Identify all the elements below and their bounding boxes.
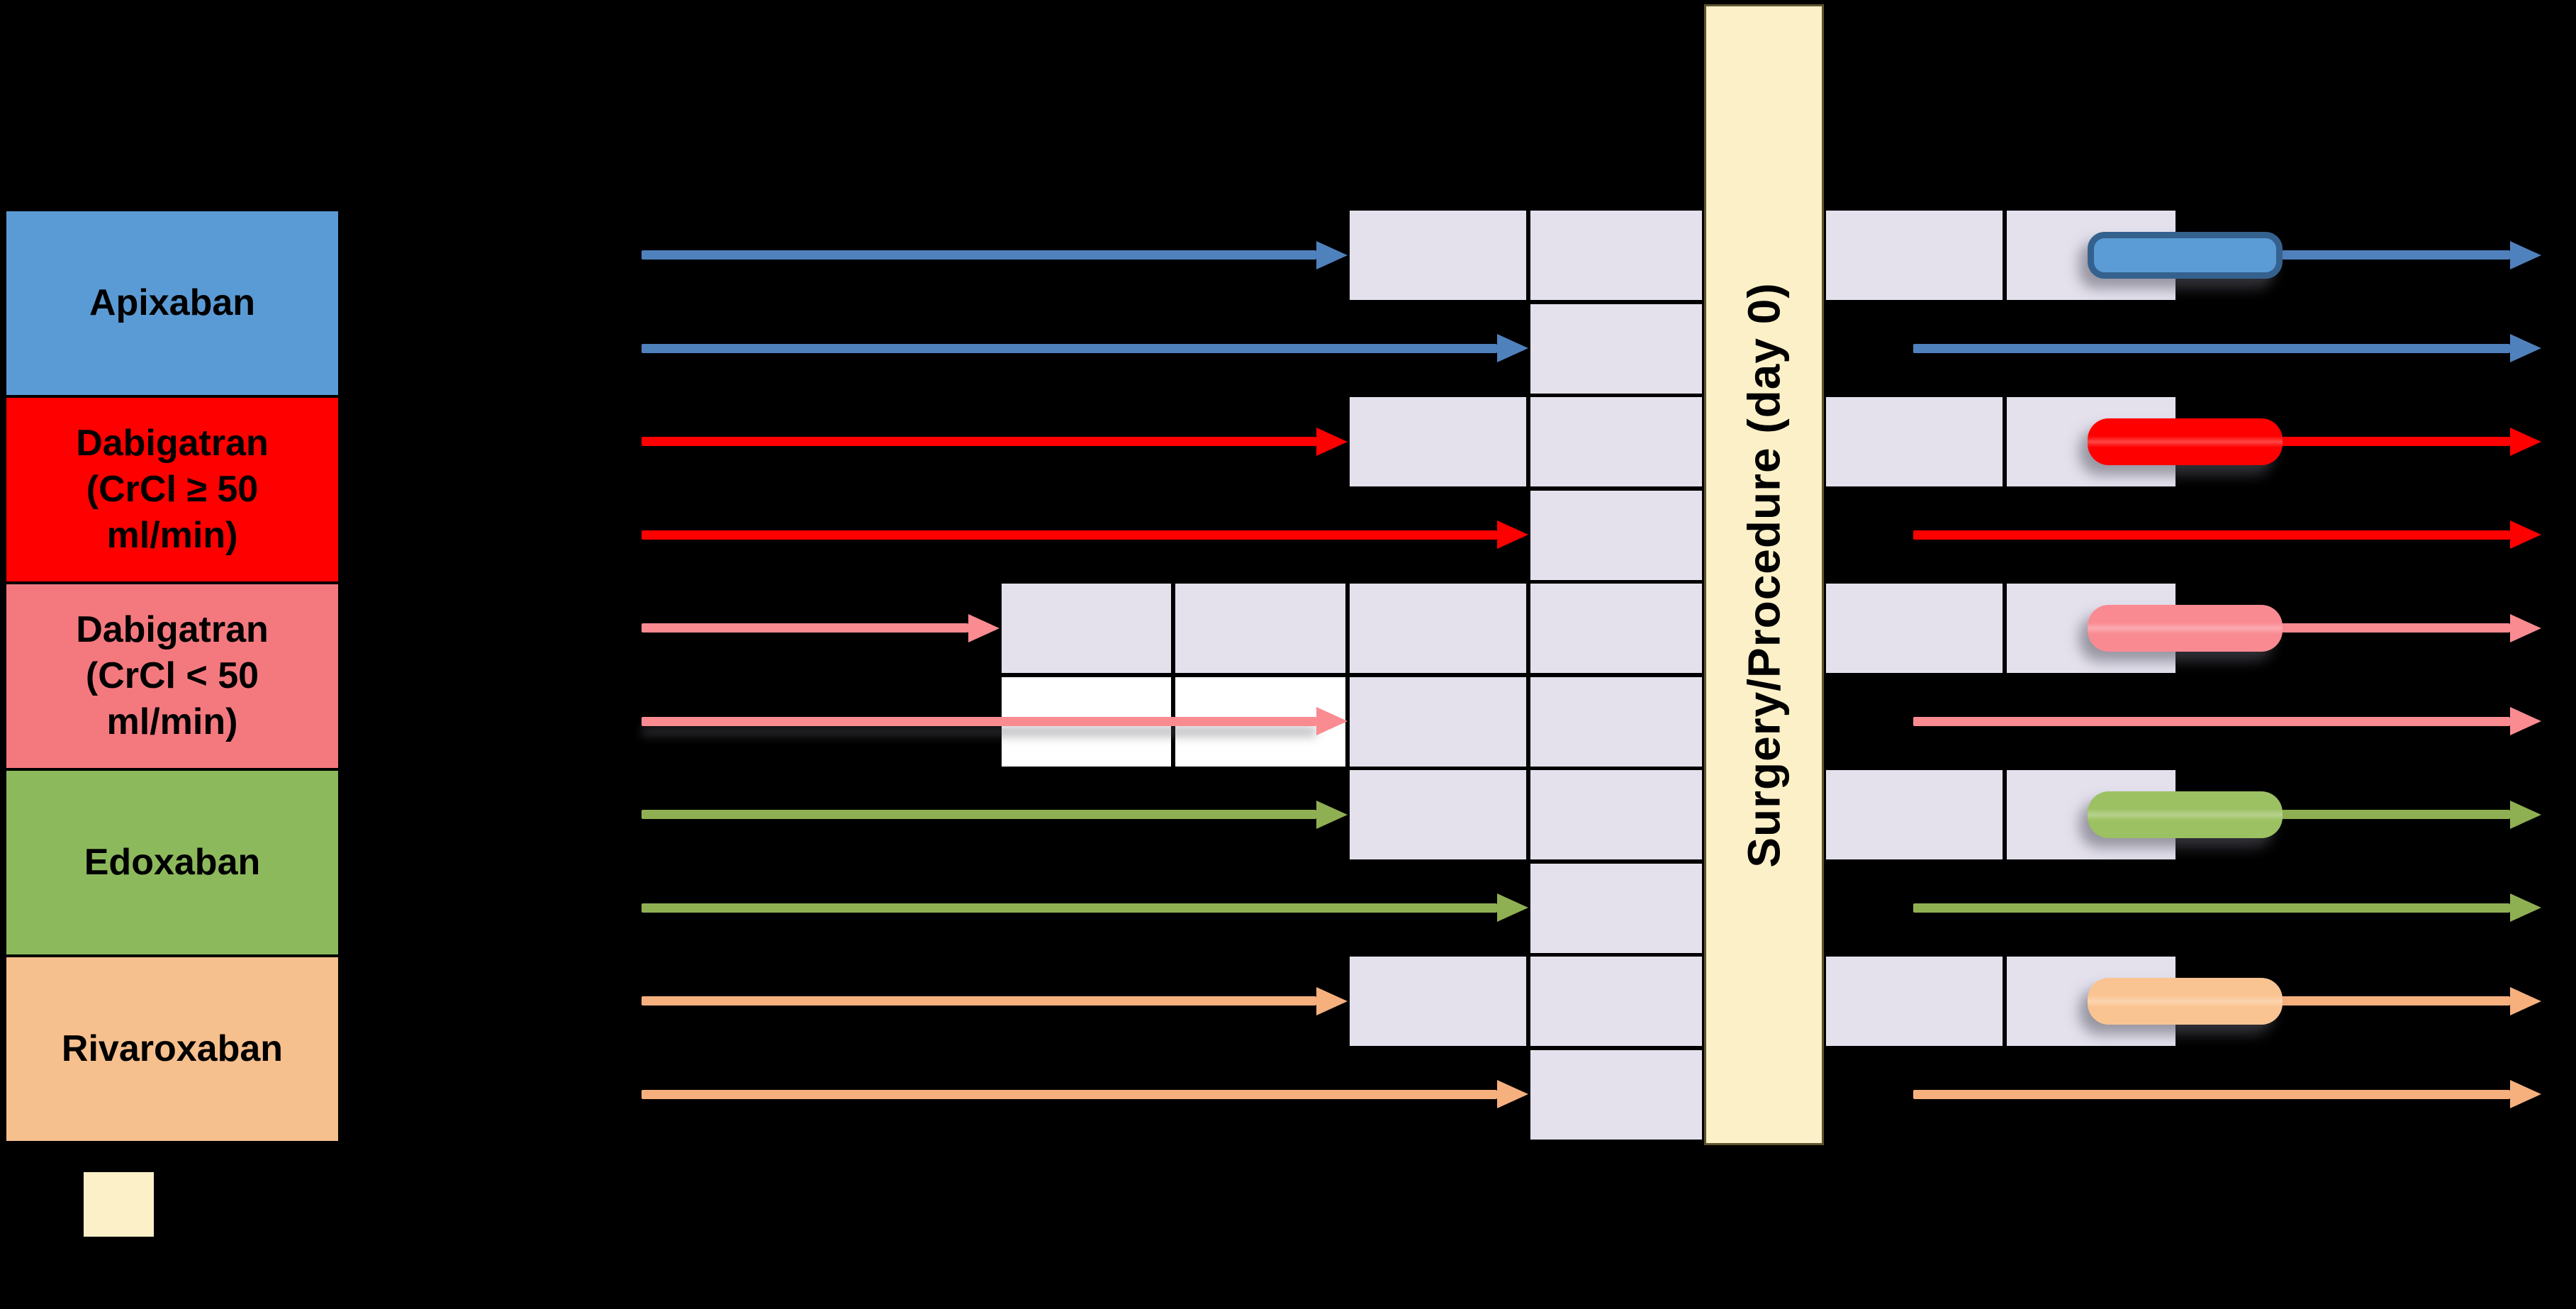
postop-arrow-rivaroxaban-low-bleed-risk-head-icon (2510, 1080, 2541, 1108)
held-cell-before (1530, 304, 1702, 394)
postop-arrow-dabigatran-crcl-50-ml-min-low-bleed-risk-head-icon (2510, 707, 2541, 735)
resume-pill-dabigatran-crcl-50-ml-min (2088, 418, 2283, 465)
postop-arrow-edoxaban-low-bleed-risk-head-icon (2510, 893, 2541, 922)
preop-arrow-edoxaban-low-bleed-risk (642, 903, 1497, 913)
drug-label-edoxaban: Edoxaban (4, 768, 341, 957)
postop-arrow-dabigatran-crcl-50-ml-min-high-bleed-risk (2233, 623, 2510, 633)
postop-arrow-apixaban-high-bleed-risk-head-icon (2510, 241, 2541, 269)
postop-arrow-rivaroxaban-low-bleed-risk (1913, 1090, 2510, 1099)
preop-arrow-dabigatran-crcl-50-ml-min-low-bleed-risk-head-icon (1497, 520, 1528, 549)
held-cell-before (1530, 1050, 1702, 1140)
held-cell-before (1350, 584, 1526, 673)
preop-arrow-dabigatran-crcl-50-ml-min-high-bleed-risk (642, 437, 1316, 446)
postop-arrow-dabigatran-crcl-50-ml-min-low-bleed-risk-head-icon (2510, 520, 2541, 549)
postop-arrow-dabigatran-crcl-50-ml-min-high-bleed-risk-head-icon (2510, 614, 2541, 642)
held-cell-before (1530, 211, 1702, 300)
surgery-day-label: Surgery/Procedure (day 0) (1738, 282, 1790, 868)
postop-arrow-dabigatran-crcl-50-ml-min-high-bleed-risk (2233, 437, 2510, 446)
held-cell-before (1530, 677, 1702, 767)
preop-arrow-apixaban-high-bleed-risk (642, 250, 1316, 260)
held-cell-before (1530, 957, 1702, 1046)
held-cell-before (1350, 957, 1526, 1046)
postop-arrow-edoxaban-high-bleed-risk-head-icon (2510, 801, 2541, 829)
held-cell-before (1530, 491, 1702, 580)
postop-arrow-dabigatran-crcl-50-ml-min-high-bleed-risk-head-icon (2510, 428, 2541, 456)
surgery-day-column: Surgery/Procedure (day 0) (1704, 4, 1824, 1145)
drug-label-dabigatran-crcl-50-ml-min: Dabigatran (CrCl ≥ 50 ml/min) (4, 395, 341, 584)
held-cell-before (1530, 864, 1702, 953)
preop-arrow-dabigatran-crcl-50-ml-min-low-bleed-risk (642, 717, 1316, 726)
resume-pill-dabigatran-crcl-50-ml-min (2088, 605, 2283, 652)
drug-label-rivaroxaban: Rivaroxaban (4, 954, 341, 1144)
postop-arrow-apixaban-low-bleed-risk (1913, 344, 2510, 353)
held-cell-after (1826, 397, 2003, 486)
preop-arrow-rivaroxaban-low-bleed-risk (642, 1090, 1497, 1099)
postop-arrow-dabigatran-crcl-50-ml-min-low-bleed-risk (1913, 717, 2510, 726)
held-cell-before (1350, 677, 1526, 767)
resume-pill-rivaroxaban (2088, 978, 2283, 1025)
drug-label-dabigatran-crcl-50-ml-min: Dabigatran (CrCl < 50 ml/min) (4, 581, 341, 771)
held-cell-before (1175, 584, 1345, 673)
held-cell-after (1826, 957, 2003, 1046)
preop-arrow-rivaroxaban-high-bleed-risk-head-icon (1316, 987, 1348, 1015)
drug-label-apixaban: Apixaban (4, 208, 341, 398)
postop-arrow-rivaroxaban-high-bleed-risk-head-icon (2510, 987, 2541, 1015)
resume-pill-apixaban (2088, 232, 2283, 279)
preop-arrow-dabigatran-crcl-50-ml-min-high-bleed-risk (642, 623, 968, 633)
preop-arrow-apixaban-low-bleed-risk (642, 344, 1497, 353)
held-cell-before (1350, 770, 1526, 859)
preop-arrow-dabigatran-crcl-50-ml-min-high-bleed-risk-head-icon (968, 614, 999, 642)
preop-arrow-edoxaban-low-bleed-risk-head-icon (1497, 893, 1528, 922)
preop-arrow-rivaroxaban-high-bleed-risk (642, 996, 1316, 1006)
postop-arrow-edoxaban-low-bleed-risk (1913, 903, 2510, 913)
postop-arrow-apixaban-low-bleed-risk-head-icon (2510, 334, 2541, 362)
held-cell-before (1002, 584, 1171, 673)
preop-arrow-edoxaban-high-bleed-risk (642, 810, 1316, 819)
held-cell-before (1530, 397, 1702, 486)
preop-arrow-rivaroxaban-low-bleed-risk-head-icon (1497, 1080, 1528, 1108)
held-cell-before (1350, 397, 1526, 486)
held-cell-after (1826, 211, 2003, 300)
held-cell-after (1826, 584, 2003, 673)
preop-arrow-dabigatran-crcl-50-ml-min-high-bleed-risk-head-icon (1316, 428, 1348, 456)
held-cell-before (1350, 211, 1526, 300)
preop-arrow-apixaban-low-bleed-risk-head-icon (1497, 334, 1528, 362)
postop-arrow-edoxaban-high-bleed-risk (2233, 810, 2510, 819)
postop-arrow-apixaban-high-bleed-risk (2233, 250, 2510, 260)
legend-swatch (84, 1172, 154, 1237)
preop-arrow-dabigatran-crcl-50-ml-min-low-bleed-risk (642, 530, 1497, 540)
held-cell-before (1530, 770, 1702, 859)
preop-arrow-dabigatran-crcl-50-ml-min-low-bleed-risk-head-icon (1316, 707, 1348, 735)
held-cell-before (1530, 584, 1702, 673)
preop-arrow-apixaban-high-bleed-risk-head-icon (1316, 241, 1348, 269)
postop-arrow-dabigatran-crcl-50-ml-min-low-bleed-risk (1913, 530, 2510, 540)
preop-arrow-edoxaban-high-bleed-risk-head-icon (1316, 801, 1348, 829)
held-cell-after (1826, 770, 2003, 859)
resume-pill-edoxaban (2088, 791, 2283, 838)
postop-arrow-rivaroxaban-high-bleed-risk (2233, 996, 2510, 1006)
